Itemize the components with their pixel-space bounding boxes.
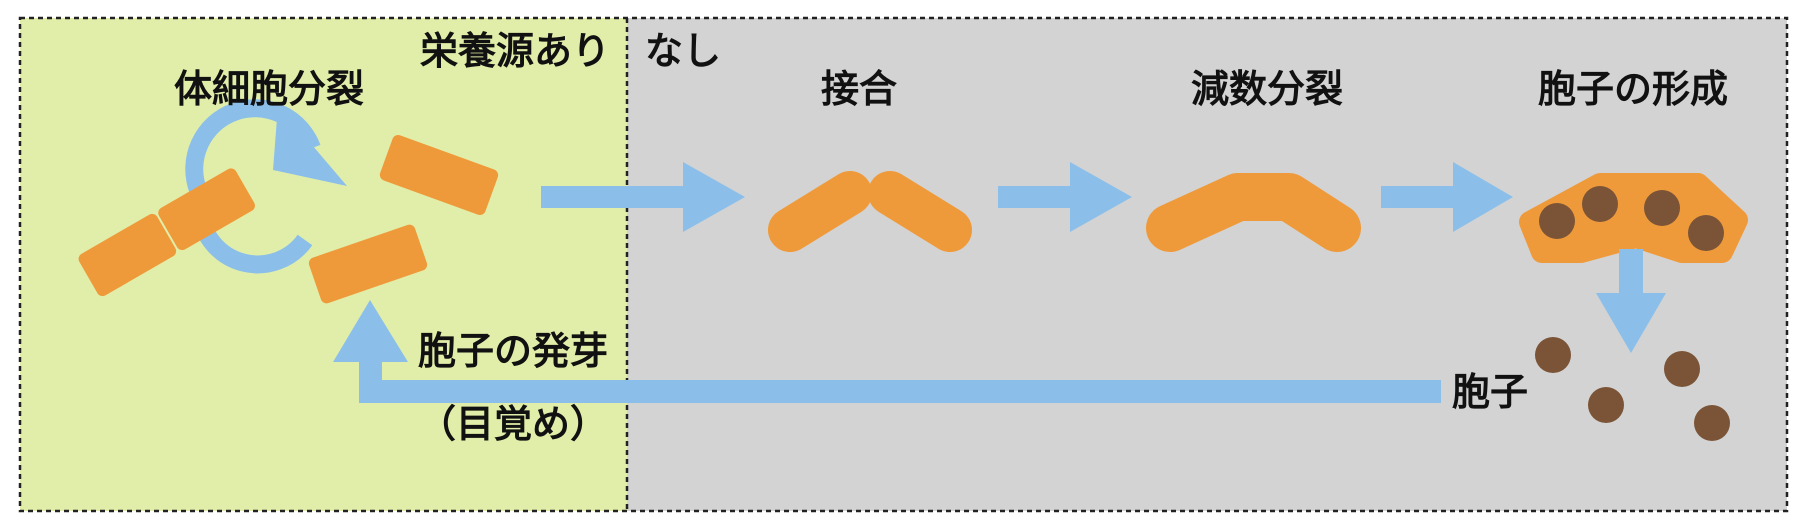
spore-in-ascus: [1539, 203, 1575, 239]
released-spore: [1694, 405, 1730, 441]
daughter-cell-lower: [308, 224, 428, 304]
nutrient-present-label: 栄養源あり: [420, 29, 610, 73]
arrow-to-spores-shaft: [1619, 249, 1643, 299]
arrow-to-meiosis-shaft: [998, 186, 1078, 208]
mitosis-label: 体細胞分裂: [174, 67, 364, 111]
spore-label: 胞子: [1452, 370, 1528, 414]
conjugating-cell-left: [768, 171, 872, 252]
spore-in-ascus: [1582, 186, 1618, 222]
mitosis-cycle-arrow-upper: [185, 99, 321, 194]
frame-border: [18, 16, 1789, 513]
germination-arrow-shaft: [359, 380, 1441, 403]
released-spore: [1588, 387, 1624, 423]
spore-in-ascus: [1644, 190, 1680, 226]
arrow-to-conjugation-shaft: [541, 186, 691, 208]
spore-in-ascus: [1688, 215, 1724, 251]
released-spore: [1535, 337, 1571, 373]
arrow-to-spore-formation-shaft: [1381, 186, 1461, 208]
spore-formation-label: 胞子の形成: [1538, 67, 1728, 111]
arrow-to-spore-formation-head: [1453, 162, 1513, 232]
arrow-to-conjugation-head: [683, 162, 745, 232]
germination-label: 胞子の発芽: [418, 329, 608, 373]
meiosis-cell: [1146, 173, 1361, 252]
dividing-cell: [78, 168, 255, 297]
germination-arrow-head: [333, 300, 408, 362]
mitosis-cycle-arrowhead-upper: [273, 105, 347, 186]
meiosis-label: 減数分裂: [1191, 67, 1343, 111]
arrow-to-meiosis-head: [1070, 162, 1132, 232]
arrow-to-spores-head: [1596, 293, 1666, 353]
starvation-zone: [627, 18, 1787, 511]
released-spore: [1664, 351, 1700, 387]
conjugating-cell-right: [868, 171, 972, 252]
nutrient-absent-label: なし: [645, 29, 721, 73]
ascus: [1519, 173, 1748, 263]
awakening-label: （目覚め）: [418, 402, 608, 446]
daughter-cell-upper: [379, 134, 499, 216]
germination-arrow-riser: [359, 355, 382, 403]
conjugation-label: 接合: [821, 67, 897, 111]
